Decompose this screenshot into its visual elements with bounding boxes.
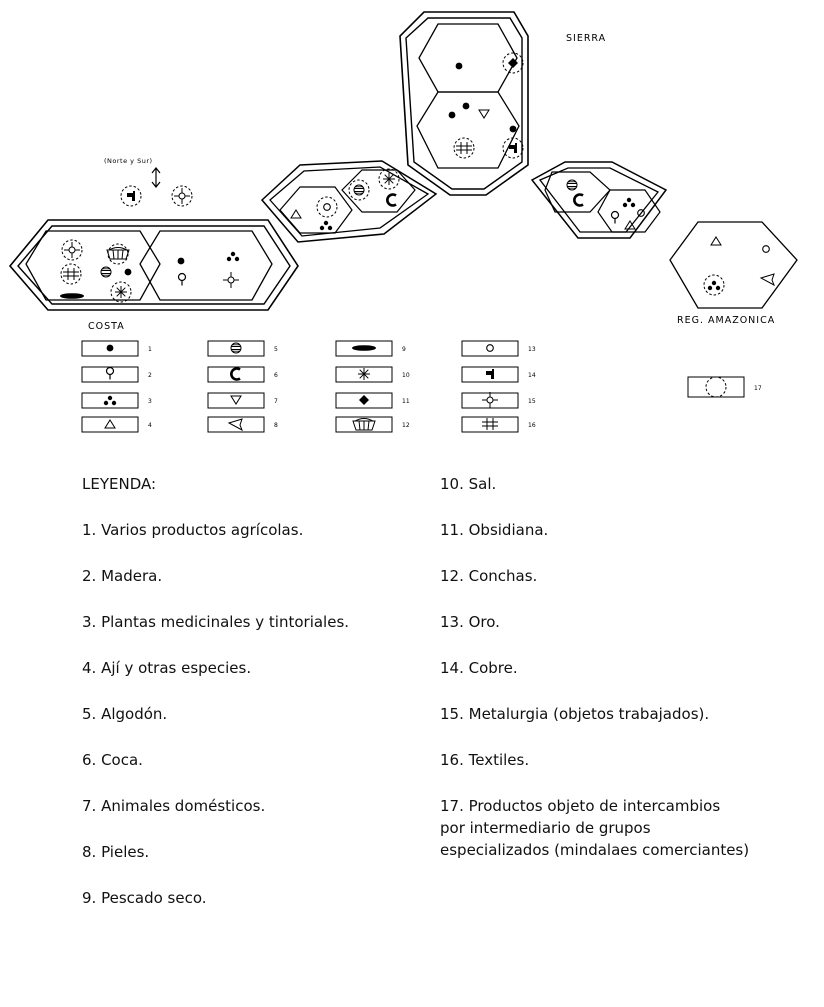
key-item-12: 12	[335, 416, 410, 433]
key-item-2: 2	[81, 366, 152, 383]
key-number: 8	[274, 422, 278, 429]
exchange-diagram: (Norte y Sur) SIERRA COSTA REG. AMAZONIC…	[8, 11, 798, 433]
key-number: 4	[148, 422, 152, 429]
costa-region	[8, 219, 299, 311]
costa-inner-frame	[17, 225, 291, 305]
key-number: 14	[528, 372, 536, 379]
link-inner-frame	[269, 166, 430, 237]
key-item-16: 16	[461, 416, 536, 433]
key-item-7: 7	[207, 392, 278, 409]
legend-item-5: 5. Algodón.	[82, 705, 168, 723]
amazon-link-inner-frame	[538, 167, 660, 233]
symbol-key: 1 2 3 4 5 6 7 8 9 10 11 12 13 14 15 16 1…	[81, 340, 762, 433]
legend-item-16: 16. Textiles.	[440, 751, 530, 769]
key-item-5: 5	[207, 340, 278, 357]
costa-outer-frame	[8, 219, 299, 311]
key-number: 9	[402, 346, 406, 353]
key-item-10: 10	[335, 366, 410, 383]
legend-item-15: 15. Metalurgia (objetos trabajados).	[440, 705, 710, 723]
key-number: 13	[528, 346, 536, 353]
link-left-hexagon	[279, 186, 353, 234]
key-number: 16	[528, 422, 536, 429]
key-item-8: 8	[207, 416, 278, 433]
legend-title: LEYENDA:	[82, 475, 157, 493]
legend-item-9: 9. Pescado seco.	[82, 889, 207, 907]
key-number: 1	[148, 346, 152, 353]
costa-label: COSTA	[88, 321, 125, 332]
legend-item-13: 13. Oro.	[440, 613, 500, 631]
key-item-15: 15	[461, 391, 536, 409]
key-number: 2	[148, 372, 152, 379]
legend-item-7: 7. Animales domésticos.	[82, 797, 266, 815]
amazon-link-outer-frame	[530, 161, 668, 239]
legend-item-14: 14. Cobre.	[440, 659, 518, 677]
key-item-14: 14	[461, 366, 536, 383]
legend-item-8: 8. Pieles.	[82, 843, 150, 861]
key-item-4: 4	[81, 416, 152, 433]
legend-item-1: 1. Varios productos agrícolas.	[82, 521, 304, 539]
north-south-group: (Norte y Sur)	[104, 157, 193, 207]
sierra-inner-frame	[405, 17, 523, 190]
legend-item-2: 2. Madera.	[82, 567, 163, 585]
legend-item-6: 6. Coca.	[82, 751, 143, 769]
north-south-arrow-icon	[151, 167, 161, 188]
key-item-9: 9	[335, 340, 406, 357]
key-number: 7	[274, 398, 278, 405]
key-number: 17	[754, 385, 762, 392]
costa-right-hexagon	[139, 230, 273, 301]
sierra-top-hexagon	[418, 23, 518, 93]
legend-item-17-line-3: especializados (mindalaes comerciantes)	[440, 841, 750, 859]
sierra-label: SIERRA	[566, 33, 606, 44]
legend-item-17-line-2: por intermediario de grupos	[440, 819, 651, 837]
legend-item-10: 10. Sal.	[440, 475, 497, 493]
key-item-3: 3	[81, 392, 152, 409]
key-number: 10	[402, 372, 410, 379]
coast-sierra-link-region	[260, 160, 438, 243]
key-number: 11	[402, 398, 410, 405]
legend-item-4: 4. Ají y otras especies.	[82, 659, 252, 677]
key-item-11: 11	[335, 392, 410, 409]
legend-item-11: 11. Obsidiana.	[440, 521, 549, 539]
key-item-17: 17	[687, 376, 762, 398]
sierra-outer-frame	[399, 11, 529, 196]
amazon-link-left-hexagon	[544, 171, 611, 213]
sierra-amazon-link-region	[530, 161, 668, 239]
key-number: 15	[528, 398, 536, 405]
legend-item-3: 3. Plantas medicinales y tintoriales.	[82, 613, 350, 631]
north-south-label: (Norte y Sur)	[104, 157, 153, 165]
key-number: 5	[274, 346, 278, 353]
amazon-hexagon	[669, 221, 798, 309]
key-number: 6	[274, 372, 278, 379]
sierra-bottom-hexagon	[416, 91, 520, 169]
key-item-1: 1	[81, 340, 152, 357]
key-number: 12	[402, 422, 410, 429]
key-item-13: 13	[461, 340, 536, 357]
costa-left-hexagon	[25, 230, 161, 301]
legend-item-12: 12. Conchas.	[440, 567, 538, 585]
key-item-6: 6	[207, 366, 278, 383]
amazon-label: REG. AMAZONICA	[677, 315, 775, 326]
key-number: 3	[148, 398, 152, 405]
link-outer-frame	[260, 160, 438, 243]
sierra-region	[399, 11, 529, 196]
amazon-region	[669, 221, 798, 309]
legend-item-17-line-1: 17. Productos objeto de intercambios	[440, 797, 721, 815]
amazon-link-right-hexagon	[597, 189, 661, 233]
link-right-hexagon	[341, 169, 416, 213]
